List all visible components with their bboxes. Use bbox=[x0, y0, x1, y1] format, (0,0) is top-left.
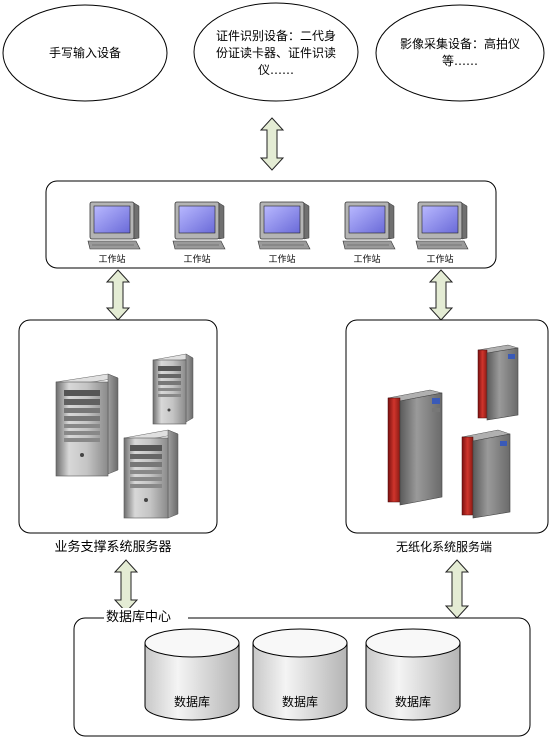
input-device-handwriting: 手写输入设备 bbox=[2, 4, 168, 102]
device-label-line-1: 影像采集设备：高拍仪 bbox=[400, 36, 520, 51]
device-ellipse bbox=[2, 4, 168, 102]
database-label: 数据库 bbox=[174, 694, 210, 709]
workstation-icon: 工作站 bbox=[87, 201, 141, 265]
input-device-id-reader: 证件识别设备：二代身 份证读卡器、证件识读 仪…… bbox=[193, 2, 359, 102]
connector-arrows bbox=[105, 117, 470, 619]
database-center-title-bg bbox=[104, 608, 188, 624]
server-cabinet-icon bbox=[387, 389, 443, 506]
workstation-icon: 工作站 bbox=[257, 201, 311, 265]
workstation-icon: 工作站 bbox=[415, 201, 469, 265]
business-server-caption: 业务支撑系统服务器 bbox=[54, 539, 171, 555]
server-tower-icon bbox=[55, 373, 119, 477]
arrow-workstations-to-business-server bbox=[105, 269, 131, 321]
arrow-workstations-to-paperless-server bbox=[428, 269, 454, 321]
server-tower-icon bbox=[123, 429, 179, 519]
workstation-label: 工作站 bbox=[353, 253, 380, 265]
arrow-business-server-to-database bbox=[113, 559, 139, 613]
database-cylinder-icon: 数据库 bbox=[365, 628, 461, 721]
database-cylinder-icon: 数据库 bbox=[252, 628, 348, 721]
database-label: 数据库 bbox=[282, 694, 318, 709]
server-cabinet-icon bbox=[477, 344, 519, 421]
paperless-server-group: 无纸化系统服务端 bbox=[345, 319, 549, 554]
workstations-group: 工作站 工作站 工作站 工作站 工作站 bbox=[45, 180, 497, 269]
server-tower-icon bbox=[152, 353, 194, 425]
database-center-group: 数据库中心 数据库 数据库 数据库 bbox=[73, 608, 531, 737]
device-label-line-3: 仪…… bbox=[258, 63, 294, 77]
database-center-title: 数据库中心 bbox=[106, 609, 171, 625]
arrow-paperless-server-to-database bbox=[444, 559, 470, 619]
workstation-label: 工作站 bbox=[98, 253, 125, 265]
device-label-line-2: 等…… bbox=[442, 54, 478, 68]
workstation-label: 工作站 bbox=[426, 253, 453, 265]
device-label-line-1: 证件识别设备：二代身 bbox=[216, 28, 336, 43]
input-device-image-capture: 影像采集设备：高拍仪 等…… bbox=[375, 4, 545, 102]
server-cabinet-icon bbox=[461, 429, 511, 519]
workstation-icon: 工作站 bbox=[342, 201, 396, 265]
arrow-devices-to-workstations bbox=[259, 117, 285, 171]
paperless-server-caption: 无纸化系统服务端 bbox=[396, 539, 492, 554]
device-label-line-2: 份证读卡器、证件识读 bbox=[216, 46, 336, 60]
device-ellipse bbox=[193, 2, 359, 102]
workstation-icon: 工作站 bbox=[172, 201, 226, 265]
database-label: 数据库 bbox=[395, 694, 431, 709]
device-ellipse bbox=[375, 4, 545, 102]
device-label: 手写输入设备 bbox=[49, 45, 121, 60]
business-server-group: 业务支撑系统服务器 bbox=[18, 319, 218, 555]
workstation-label: 工作站 bbox=[268, 253, 295, 265]
database-cylinder-icon: 数据库 bbox=[144, 628, 240, 721]
workstation-label: 工作站 bbox=[183, 253, 210, 265]
